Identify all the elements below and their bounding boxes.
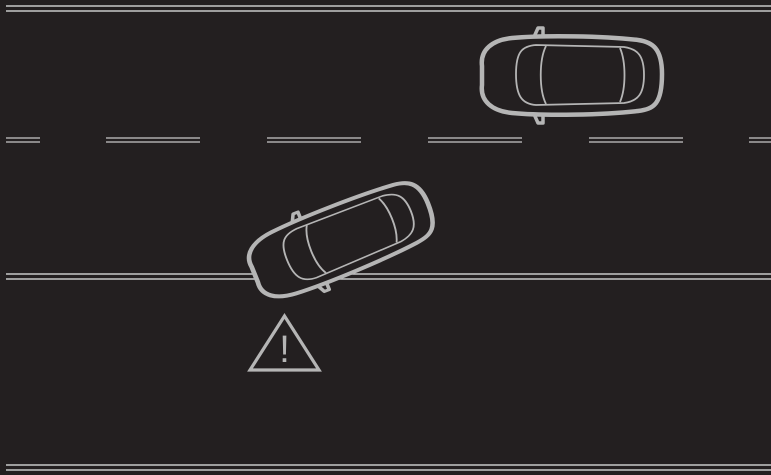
warning-exclamation: ! xyxy=(279,329,290,371)
car-in-lane xyxy=(482,28,662,123)
